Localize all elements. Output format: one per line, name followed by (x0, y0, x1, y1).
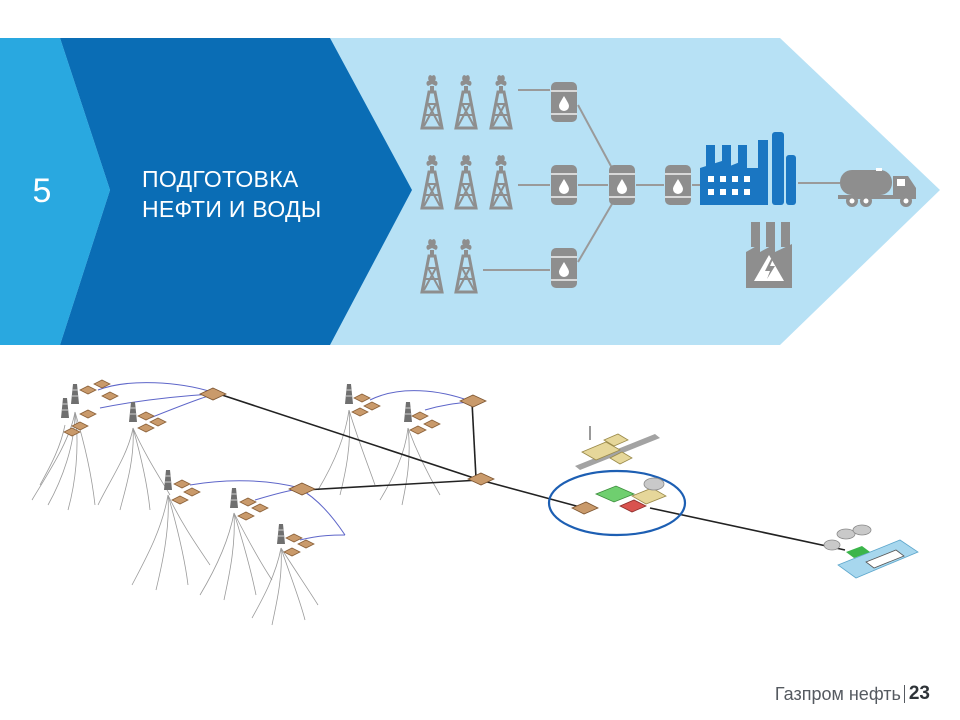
process-connectors (483, 89, 840, 271)
footer-company: Газпром нефть (774, 683, 901, 704)
page-number: 23 (908, 683, 930, 704)
tanker-truck-icon (838, 168, 916, 207)
export-terminal (823, 524, 919, 579)
flowlines (97, 382, 471, 541)
highlight-ring (547, 469, 687, 537)
refinery-icon (700, 132, 796, 205)
footer-separator (903, 685, 905, 703)
admin-facility (575, 426, 660, 470)
processing-facility (571, 477, 667, 515)
field-infrastructure-diagram (31, 379, 919, 626)
well-pads (63, 379, 441, 557)
process-banner (0, 38, 940, 345)
step-number: 5 (32, 172, 52, 210)
step-title: ПОДГОТОВКА НЕФТИ И ВОДЫ (142, 164, 352, 224)
step-title-line-1: ПОДГОТОВКА (142, 166, 299, 192)
trunk-pipelines (221, 394, 846, 551)
well-trajectories (31, 409, 441, 626)
footer: Газпром нефть 23 (775, 680, 930, 708)
power-plant-icon (746, 222, 792, 288)
step-title-line-2: НЕФТИ И ВОДЫ (142, 196, 322, 222)
